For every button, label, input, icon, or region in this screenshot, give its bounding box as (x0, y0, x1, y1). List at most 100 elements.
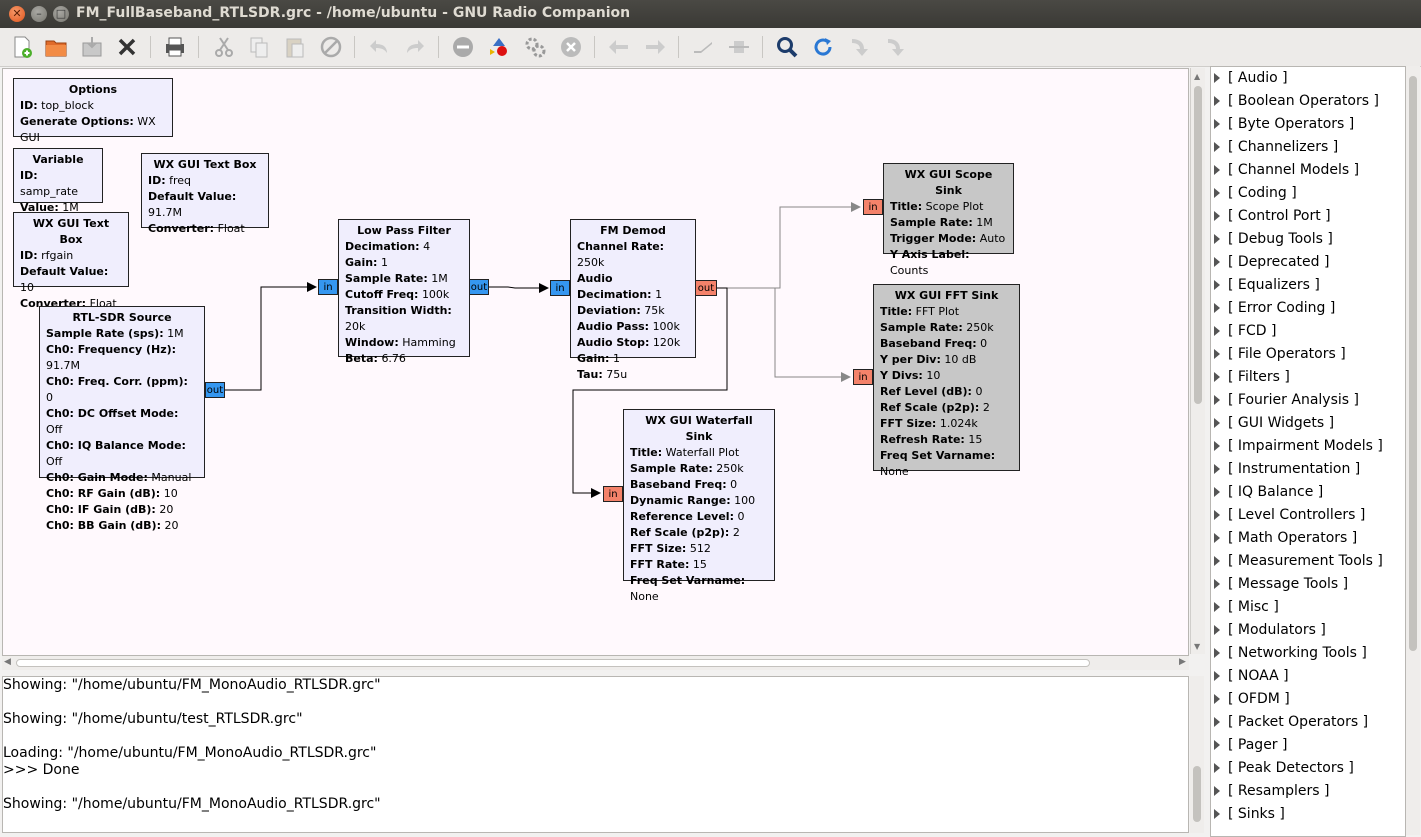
close-icon[interactable] (115, 35, 139, 59)
expander-arrow-icon[interactable] (1214, 96, 1220, 106)
expander-arrow-icon[interactable] (1214, 648, 1220, 658)
paste-icon[interactable] (283, 35, 307, 59)
expander-arrow-icon[interactable] (1214, 165, 1220, 175)
expander-arrow-icon[interactable] (1214, 142, 1220, 152)
scroll-right-icon[interactable]: ▶ (1179, 657, 1186, 667)
expander-arrow-icon[interactable] (1214, 234, 1220, 244)
new-icon[interactable] (10, 35, 34, 59)
expander-arrow-icon[interactable] (1214, 763, 1220, 773)
reload-down-icon[interactable] (847, 35, 871, 59)
expander-arrow-icon[interactable] (1214, 441, 1220, 451)
waterfall-in-port[interactable]: in (603, 486, 623, 502)
param-name: Freq Set Varname: (630, 574, 746, 587)
canvas-vscroll-thumb[interactable] (1194, 86, 1202, 404)
scroll-down-icon[interactable]: ▼ (1194, 642, 1201, 651)
expander-arrow-icon[interactable] (1214, 280, 1220, 290)
scroll-up-icon[interactable]: ▲ (1194, 72, 1201, 81)
expander-arrow-icon[interactable] (1214, 211, 1220, 221)
expander-arrow-icon[interactable] (1214, 372, 1220, 382)
library-category-label: [ Coding ] (1228, 185, 1297, 201)
enable-icon[interactable] (691, 35, 715, 59)
undo-icon[interactable] (367, 35, 391, 59)
param-name: Ch0: Freq. Corr. (ppm): (46, 375, 188, 388)
scope-block-title: WX GUI Scope Sink (904, 168, 993, 197)
expander-arrow-icon[interactable] (1214, 487, 1220, 497)
window-maximize-button[interactable]: □ (53, 6, 69, 22)
expander-arrow-icon[interactable] (1214, 395, 1220, 405)
canvas-vertical-scrollbar[interactable]: ▲ ▼ (1190, 68, 1205, 654)
fmdemod-out-port[interactable]: out (695, 280, 717, 296)
copy-icon[interactable] (247, 35, 271, 59)
param-value: WX GUI (20, 115, 156, 144)
rtlsdr-out-port[interactable]: out (205, 382, 225, 398)
expander-arrow-icon[interactable] (1214, 303, 1220, 313)
find-icon[interactable] (775, 35, 799, 59)
param-value: 20 (159, 503, 174, 516)
expander-arrow-icon[interactable] (1214, 602, 1220, 612)
console-scroll-thumb[interactable] (1193, 766, 1201, 822)
kill-icon[interactable] (559, 35, 583, 59)
execute-icon[interactable] (523, 35, 547, 59)
window-close-button[interactable]: ✕ (9, 6, 25, 22)
fft-in-port[interactable]: in (853, 369, 873, 385)
param-value: 75k (644, 304, 665, 317)
expander-arrow-icon[interactable] (1214, 625, 1220, 635)
window-minimize-button[interactable]: – (31, 6, 47, 22)
bypass-icon[interactable] (727, 35, 751, 59)
expander-arrow-icon[interactable] (1214, 510, 1220, 520)
rotate-left-icon[interactable] (607, 35, 631, 59)
print-icon[interactable] (163, 35, 187, 59)
open-icon[interactable] (44, 35, 68, 59)
lpf-in-port[interactable]: in (318, 279, 338, 295)
expander-arrow-icon[interactable] (1214, 349, 1220, 359)
library-scroll-thumb[interactable] (1409, 76, 1417, 651)
reload-down2-icon[interactable] (883, 35, 907, 59)
expander-arrow-icon[interactable] (1214, 73, 1220, 83)
param-value: 250k (966, 321, 994, 334)
console-scrollbar[interactable] (1190, 676, 1204, 833)
reload-icon[interactable] (811, 35, 835, 59)
expander-arrow-icon[interactable] (1214, 188, 1220, 198)
connections (225, 202, 861, 498)
lpf-out-port[interactable]: out (469, 279, 489, 295)
expander-arrow-icon[interactable] (1214, 418, 1220, 428)
expander-arrow-icon[interactable] (1214, 809, 1220, 819)
rotate-right-icon[interactable] (643, 35, 667, 59)
disable-icon[interactable] (451, 35, 475, 59)
fmdemod-in-port[interactable]: in (550, 280, 570, 296)
canvas-horizontal-scrollbar[interactable]: ◀ ▶ (2, 656, 1189, 670)
expander-arrow-icon[interactable] (1214, 740, 1220, 750)
expander-arrow-icon[interactable] (1214, 556, 1220, 566)
expander-arrow-icon[interactable] (1214, 533, 1220, 543)
library-scrollbar[interactable] (1406, 66, 1420, 835)
expander-arrow-icon[interactable] (1214, 326, 1220, 336)
expander-arrow-icon[interactable] (1214, 579, 1220, 589)
cut-icon[interactable] (212, 35, 236, 59)
canvas-hscroll-thumb[interactable] (16, 659, 1090, 667)
scope-in-port[interactable]: in (863, 199, 883, 215)
redo-icon[interactable] (403, 35, 427, 59)
save-icon[interactable] (80, 35, 104, 59)
textbox_rfgain-param: Default Value: 10 (20, 264, 122, 296)
expander-arrow-icon[interactable] (1214, 717, 1220, 727)
scroll-left-icon[interactable]: ◀ (4, 657, 11, 667)
expander-arrow-icon[interactable] (1214, 694, 1220, 704)
generate-icon[interactable] (487, 35, 511, 59)
expander-arrow-icon[interactable] (1214, 671, 1220, 681)
expander-arrow-icon[interactable] (1214, 119, 1220, 129)
expander-arrow-icon[interactable] (1214, 257, 1220, 267)
expander-arrow-icon[interactable] (1214, 464, 1220, 474)
expander-arrow-icon[interactable] (1214, 786, 1220, 796)
delete-icon[interactable] (319, 35, 343, 59)
